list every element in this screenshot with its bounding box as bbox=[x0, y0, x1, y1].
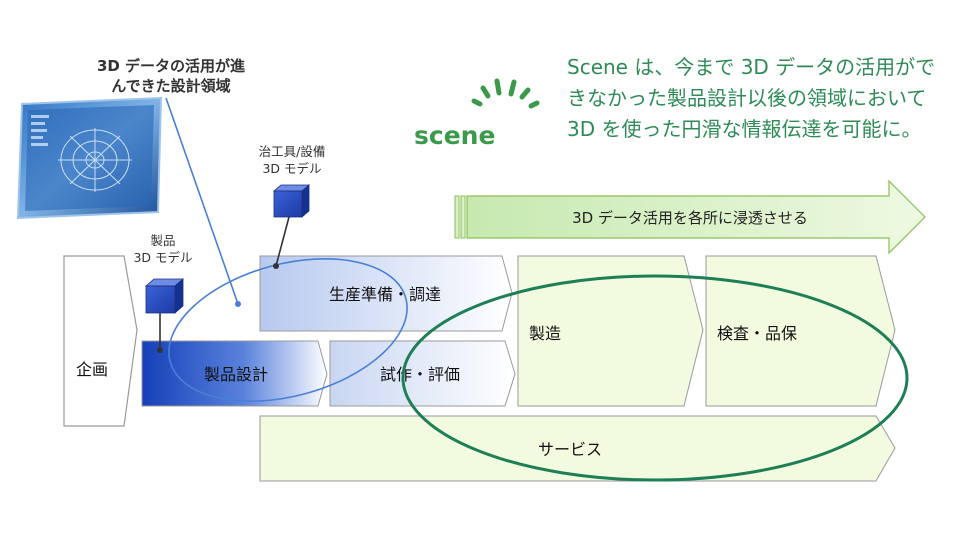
process-service bbox=[259, 415, 896, 482]
sunburst-icon bbox=[471, 78, 540, 109]
process-planning bbox=[63, 255, 138, 427]
process-production-prep bbox=[259, 255, 513, 332]
process-design-label: 製品設計 bbox=[204, 365, 268, 384]
product-model-cube-icon bbox=[144, 278, 185, 353]
process-planning-label: 企画 bbox=[76, 360, 108, 379]
jig-model-label-1: 治工具/設備 bbox=[259, 144, 326, 159]
product-model-label-1: 製品 bbox=[150, 233, 175, 248]
banner-label: 3D データ活用を各所に浸透させる bbox=[572, 209, 808, 227]
callout-line-2: んできた設計領域 bbox=[111, 77, 230, 95]
process-prototype-label: 試作・評価 bbox=[380, 365, 460, 384]
process-service-label: サービス bbox=[538, 440, 602, 459]
jig-model-label-2: 3D モデル bbox=[262, 161, 321, 176]
callout-line bbox=[165, 97, 239, 305]
scene-description: Scene は、今まで 3D データの活用ができなかった製品設計以後の領域におい… bbox=[567, 55, 936, 141]
process-prototype bbox=[329, 340, 516, 407]
process-inspection-label: 検査・品保 bbox=[717, 324, 797, 343]
product-model-label-2: 3D モデル bbox=[133, 250, 192, 265]
cad-screen-image bbox=[16, 96, 163, 220]
design-area-ellipse bbox=[168, 258, 408, 402]
process-design bbox=[141, 340, 328, 407]
process-inspection bbox=[705, 255, 896, 407]
scene-logo: scene bbox=[414, 78, 540, 150]
callout-dot bbox=[235, 301, 241, 307]
process-manufacturing bbox=[517, 255, 704, 407]
scene-logo-text: scene bbox=[414, 121, 495, 150]
process-production-prep-label: 生産準備・調達 bbox=[329, 285, 441, 304]
process-manufacturing-label: 製造 bbox=[529, 324, 561, 343]
banner-arrow bbox=[454, 179, 926, 255]
jig-model-cube-icon bbox=[272, 184, 311, 269]
scene-area-ellipse bbox=[401, 274, 909, 482]
callout-line-1: 3D データの活用が進 bbox=[97, 57, 246, 75]
